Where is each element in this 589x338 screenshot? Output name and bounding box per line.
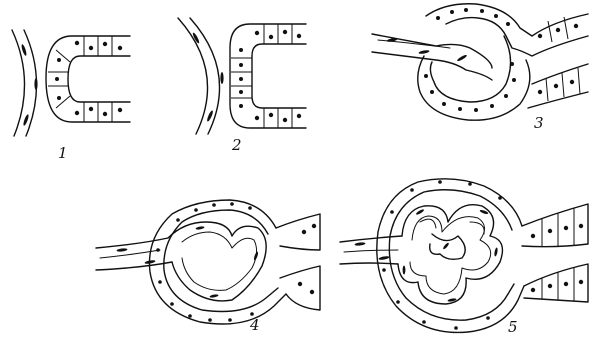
stage-5-glomerular-tuft <box>398 205 502 304</box>
stage-2-epithelial-tubule <box>230 24 306 128</box>
stage-4-label: 4 <box>249 316 260 334</box>
stage-4-afferent-vessel <box>96 238 172 270</box>
stage-1-drawing <box>12 30 130 136</box>
stage-1-label: 1 <box>58 144 68 162</box>
stage-3-epithelial-cup <box>418 4 588 120</box>
stage-3-drawing <box>372 4 588 120</box>
stage-2-label: 2 <box>231 136 242 154</box>
stage-5-afferent-vessel <box>340 236 402 264</box>
stage-5-drawing <box>340 179 588 333</box>
stage-5-label: 5 <box>508 318 518 336</box>
stage-3-capillary-loop <box>372 34 492 80</box>
stage-2-drawing <box>178 18 306 134</box>
stage-5-capsule <box>377 179 588 333</box>
stage-4-capillary-loop <box>168 222 266 301</box>
stage-4-capsule <box>149 200 320 324</box>
stage-4-drawing <box>96 200 320 324</box>
stage-2-capillary-wall <box>178 18 224 134</box>
stage-1-capillary-wall <box>12 30 38 136</box>
stage-3-label: 3 <box>534 114 544 132</box>
stage-1-epithelial-tubule <box>46 36 130 122</box>
